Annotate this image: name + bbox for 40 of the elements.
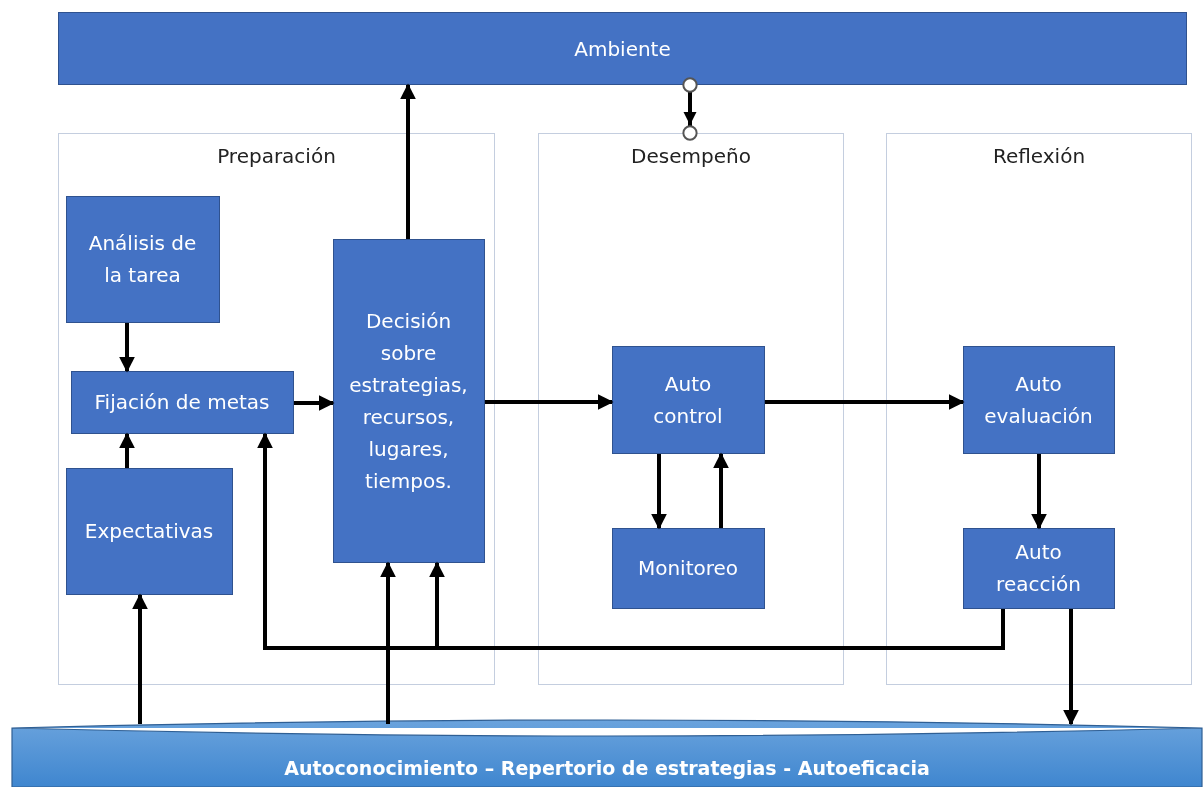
process-box	[65, 195, 220, 323]
arrow	[1063, 609, 1079, 726]
process-box	[70, 370, 294, 434]
phase-heading: Preparación	[217, 144, 336, 168]
node-label: Monitoreo	[637, 555, 739, 582]
arrow	[1031, 454, 1047, 530]
arrow	[119, 432, 135, 468]
node-label: Ambiente	[574, 36, 671, 61]
node-label: Auto reacción	[995, 539, 1082, 598]
arrow	[380, 561, 396, 724]
process-box	[332, 238, 485, 563]
node-label: Análisis de la tarea	[87, 230, 198, 289]
process-box	[611, 527, 765, 609]
process-box	[962, 345, 1115, 454]
arrow	[429, 561, 1005, 650]
phase-panel	[538, 133, 844, 685]
phase-heading: Desempeño	[631, 144, 751, 168]
arrow	[485, 394, 614, 410]
arrow	[294, 395, 335, 411]
node-label: Decisión sobre estrategias, recursos, lugares, tiempos.	[348, 307, 469, 495]
node-label: Expectativas	[84, 518, 214, 545]
phase-panel	[886, 133, 1192, 685]
process-box	[611, 345, 765, 454]
process-box	[962, 527, 1115, 609]
arrow	[713, 452, 729, 528]
arrow	[682, 77, 698, 141]
arrow	[400, 83, 416, 239]
arrow	[132, 593, 148, 724]
arrow	[651, 454, 667, 530]
node-label: Autoconocimiento – Repertorio de estrategias - Autoeficacia	[284, 757, 930, 779]
node-label: Auto evaluación	[983, 370, 1094, 430]
node-label: Auto control	[652, 370, 724, 430]
base-cylinder	[10, 716, 1204, 787]
arrow	[119, 323, 135, 373]
phase-panel	[58, 133, 495, 685]
node-label: Fijación de metas	[94, 389, 270, 416]
process-box	[65, 467, 233, 595]
phase-heading: Reflexión	[992, 144, 1086, 168]
environment-banner	[58, 12, 1187, 85]
arrow	[765, 394, 965, 410]
